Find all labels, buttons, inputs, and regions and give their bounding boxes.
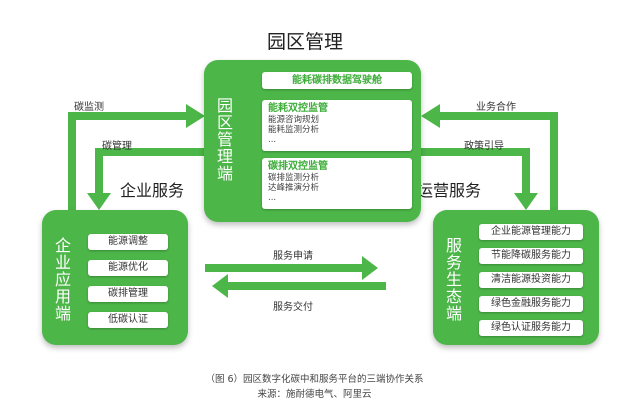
policy-guidance-arrow [421, 148, 530, 195]
carbon-monitoring-arrow [68, 112, 188, 215]
enterprise-application-block: 企业应用端 能源调整 能源优化 碳排管理 低碳认证 [42, 210, 188, 345]
vertical-label-char: 企 [54, 236, 71, 255]
carbon-dual-control-card: 碳排双控监管 碳排监测分析 达峰推演分析 ... [262, 158, 412, 209]
vertical-label-char: 区 [216, 113, 233, 132]
park-management-end-label: 园区管理端 [216, 98, 234, 183]
vertical-label-char: 端 [54, 304, 71, 323]
service-ecosystem-end-label: 服务生态端 [445, 238, 463, 323]
card-title: 碳排双控监管 [268, 161, 328, 172]
right-item-energy-management: 企业能源管理能力 [479, 224, 583, 240]
vertical-label-char: 应 [54, 270, 71, 289]
card-item: 能耗监测分析 [268, 125, 320, 135]
energy-carbon-dashboard-pill: 能耗碳排数据驾驶舱 [262, 72, 412, 89]
left-item-energy-optimize: 能源优化 [88, 260, 168, 276]
policy-guidance-label: 政策引导 [464, 141, 504, 152]
vertical-label-char: 生 [445, 270, 462, 289]
vertical-label-char: 服 [445, 236, 462, 255]
card-item: ... [268, 135, 277, 145]
service-delivery-arrow [226, 282, 386, 290]
vertical-label-char: 管 [216, 130, 233, 149]
card-item: 达峰推演分析 [268, 183, 320, 193]
service-application-arrow [205, 264, 365, 272]
operation-service-heading: 运营服务 [417, 181, 482, 200]
business-cooperation-label: 业务合作 [476, 102, 516, 113]
enterprise-application-end-label: 企业应用端 [54, 238, 72, 323]
right-item-energy-saving: 节能降碳服务能力 [479, 248, 583, 264]
enterprise-service-heading: 企业服务 [120, 181, 185, 200]
left-item-carbon-manage: 碳排管理 [88, 286, 168, 302]
vertical-label-char: 态 [445, 287, 462, 306]
service-application-label: 服务申请 [273, 251, 313, 262]
park-management-title: 园区管理 [267, 31, 344, 53]
park-management-block: 园区管理端 能耗碳排数据驾驶舱 能耗双控监管 能源咨询规划 能耗监测分析 ...… [204, 60, 421, 222]
carbon-monitoring-arrowhead [186, 104, 205, 128]
carbon-monitoring-label: 碳监测 [74, 102, 104, 113]
energy-dual-control-card: 能耗双控监管 能源咨询规划 能耗监测分析 ... [262, 100, 412, 151]
card-title: 能耗双控监管 [268, 103, 328, 114]
right-item-clean-energy: 清洁能源投资能力 [479, 272, 583, 288]
carbon-management-arrow [95, 148, 204, 195]
service-application-arrowhead [362, 256, 378, 280]
figure-source: 来源：施耐德电气、阿里云 [257, 389, 372, 400]
left-item-low-carbon-cert: 低碳认证 [88, 312, 168, 328]
figure-caption: （图 6）园区数字化碳中和服务平台的三端协作关系 [205, 374, 424, 385]
left-item-energy-adjust: 能源调整 [88, 234, 168, 250]
card-item: ... [268, 193, 277, 203]
right-item-green-cert: 绿色认证服务能力 [479, 320, 583, 336]
vertical-label-char: 务 [445, 253, 462, 272]
policy-guidance-arrowhead [514, 193, 538, 210]
vertical-label-char: 端 [445, 304, 462, 323]
service-ecosystem-block: 服务生态端 企业能源管理能力 节能降碳服务能力 清洁能源投资能力 绿色金融服务能… [433, 210, 599, 345]
vertical-label-char: 用 [54, 287, 71, 306]
business-cooperation-arrowhead [421, 104, 440, 128]
vertical-label-char: 园 [216, 96, 233, 115]
carbon-management-label: 碳管理 [102, 141, 132, 152]
service-delivery-label: 服务交付 [273, 302, 313, 313]
vertical-label-char: 业 [54, 253, 71, 272]
carbon-management-arrowhead [87, 193, 111, 210]
card-item: 能源咨询规划 [268, 115, 320, 125]
business-cooperation-arrow [438, 112, 558, 215]
card-item: 碳排监测分析 [268, 173, 320, 183]
service-delivery-arrowhead [212, 274, 228, 298]
right-item-green-finance: 绿色金融服务能力 [479, 296, 583, 312]
vertical-label-char: 理 [216, 147, 233, 166]
vertical-label-char: 端 [216, 164, 233, 183]
